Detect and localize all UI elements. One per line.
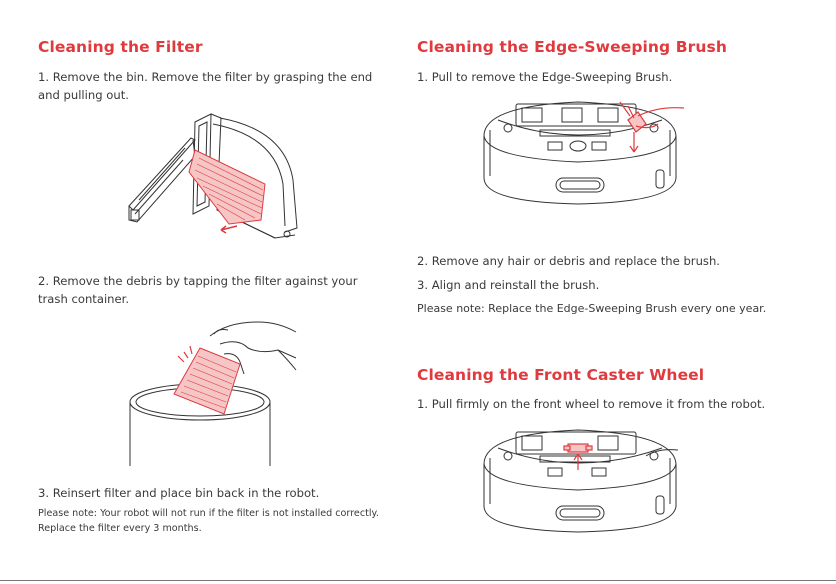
- filter-removal-illustration: [128, 113, 298, 239]
- edge-brush-highlight: [619, 101, 685, 153]
- filter-note-line-2: Replace the filter every 3 months.: [38, 523, 202, 534]
- caster-step-1: 1. Pull firmly on the front wheel to rem…: [417, 397, 766, 411]
- brush-step-2: 2. Remove any hair or debris and replace…: [417, 254, 720, 268]
- filter-highlight: [188, 149, 266, 225]
- filter-step-3: 3. Reinsert filter and place bin back in…: [38, 486, 320, 500]
- filter-step-1: 1. Remove the bin. Remove the filter by …: [38, 70, 373, 102]
- caster-wheel-highlight: [563, 443, 593, 470]
- brush-section-title: Cleaning the Edge-Sweeping Brush: [417, 38, 728, 56]
- tap-marks-icon: [177, 345, 193, 363]
- brush-removal-illustration: [483, 101, 685, 205]
- caster-removal-illustration: [483, 429, 679, 533]
- brush-note: Please note: Replace the Edge-Sweeping B…: [417, 302, 767, 315]
- filter-tapping-illustration: [129, 321, 297, 466]
- caster-section-title: Cleaning the Front Caster Wheel: [417, 366, 705, 384]
- filter-note-line-1: Please note: Your robot will not run if …: [38, 508, 379, 519]
- brush-step-3: 3. Align and reinstall the brush.: [417, 278, 600, 292]
- filter-step-2: 2. Remove the debris by tapping the filt…: [38, 274, 358, 306]
- brush-step-1: 1. Pull to remove the Edge-Sweeping Brus…: [417, 70, 673, 84]
- pull-arrow-icon: [220, 225, 238, 234]
- bottom-rule: [0, 580, 836, 581]
- filter-section-title: Cleaning the Filter: [38, 38, 203, 56]
